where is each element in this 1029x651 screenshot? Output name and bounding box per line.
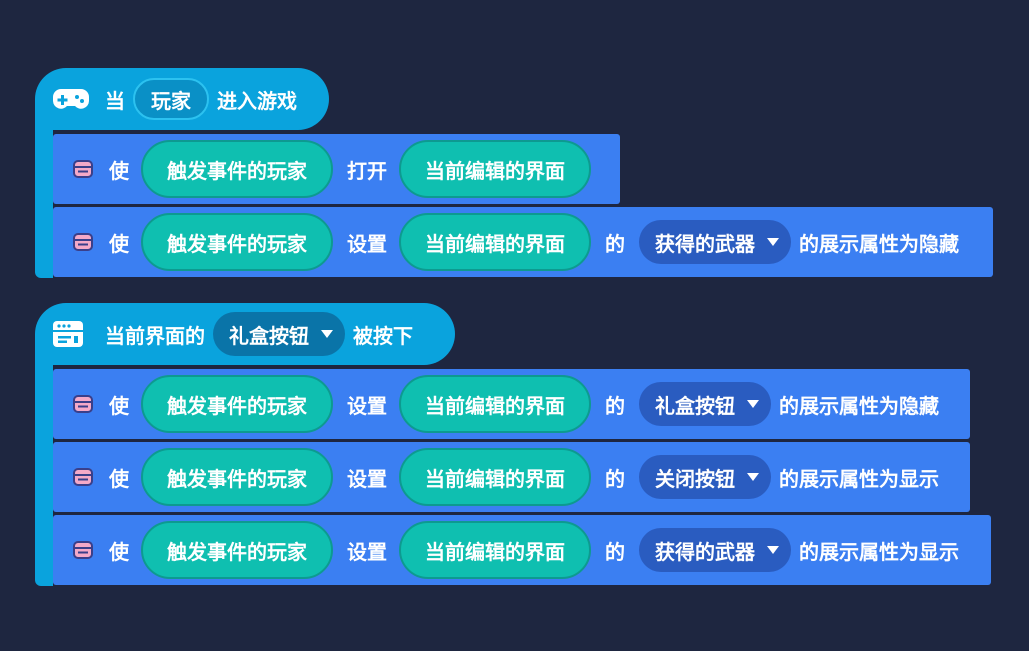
dropdown-value: 礼盒按钮 (655, 393, 735, 418)
trigger-player-slot[interactable]: 触发事件的玩家 (141, 448, 333, 506)
stack-spine (35, 343, 53, 586)
action-text: 设置 (347, 231, 387, 256)
current-ui-slot[interactable]: 当前编辑的界面 (399, 448, 591, 506)
ui-window-icon (73, 468, 93, 486)
action-text: 设置 (347, 466, 387, 491)
action-block-set-display[interactable]: 使 触发事件的玩家 设置 当前编辑的界面 的 关闭按钮 的展示属性为显示 (53, 442, 970, 512)
ui-window-icon (73, 541, 93, 559)
ui-window-icon (73, 160, 93, 178)
action-text: 打开 (347, 158, 387, 183)
ui-element-dropdown[interactable]: 礼盒按钮 (639, 382, 771, 426)
current-ui-slot[interactable]: 当前编辑的界面 (399, 375, 591, 433)
dropdown-caret-icon (321, 330, 333, 338)
verb-text: 使 (109, 539, 129, 564)
ui-element-dropdown[interactable]: 关闭按钮 (639, 455, 771, 499)
ui-window-icon (73, 395, 93, 413)
ui-window-icon (53, 321, 83, 347)
hat-block-button-pressed[interactable]: 当前界面的 礼盒按钮 被按下 (35, 303, 455, 365)
verb-text: 使 (109, 466, 129, 491)
dropdown-value: 获得的武器 (655, 539, 755, 564)
ui-window-icon (73, 233, 93, 251)
verb-text: 使 (109, 158, 129, 183)
action-text: 设置 (347, 393, 387, 418)
current-ui-slot[interactable]: 当前编辑的界面 (399, 521, 591, 579)
dropdown-value: 获得的武器 (655, 231, 755, 256)
verb-text: 使 (109, 231, 129, 256)
trigger-player-slot[interactable]: 触发事件的玩家 (141, 375, 333, 433)
of-text: 的 (605, 393, 625, 418)
verb-text: 使 (109, 393, 129, 418)
suffix-text: 的展示属性为显示 (779, 466, 939, 491)
dropdown-caret-icon (767, 238, 779, 246)
dropdown-caret-icon (747, 473, 759, 481)
action-block-set-display[interactable]: 使 触发事件的玩家 设置 当前编辑的界面 的 礼盒按钮 的展示属性为隐藏 (53, 369, 970, 439)
suffix-text: 的展示属性为隐藏 (799, 231, 959, 256)
of-text: 的 (605, 466, 625, 491)
current-ui-slot[interactable]: 当前编辑的界面 (399, 213, 591, 271)
player-slot[interactable]: 玩家 (133, 78, 209, 120)
suffix-text: 的展示属性为隐藏 (779, 393, 939, 418)
dropdown-caret-icon (767, 546, 779, 554)
suffix-text: 的展示属性为显示 (799, 539, 959, 564)
hat-prefix: 当 (105, 88, 125, 113)
event-stack-button-pressed[interactable]: 当前界面的 礼盒按钮 被按下 使 触发事件的玩家 设置 当前编辑的界面 的 礼盒… (35, 303, 995, 588)
dropdown-value: 礼盒按钮 (229, 323, 309, 348)
action-block-open-ui[interactable]: 使 触发事件的玩家 打开 当前编辑的界面 (53, 134, 620, 204)
of-text: 的 (605, 231, 625, 256)
action-text: 设置 (347, 539, 387, 564)
button-dropdown[interactable]: 礼盒按钮 (213, 312, 345, 356)
action-block-set-display[interactable]: 使 触发事件的玩家 设置 当前编辑的界面 的 获得的武器 的展示属性为显示 (53, 515, 991, 585)
of-text: 的 (605, 539, 625, 564)
event-stack-enter-game[interactable]: 当 玩家 进入游戏 使 触发事件的玩家 打开 当前编辑的界面 使 触发事件的玩家… (35, 68, 995, 280)
trigger-player-slot[interactable]: 触发事件的玩家 (141, 213, 333, 271)
hat-prefix: 当前界面的 (105, 323, 205, 348)
stack-spine (35, 108, 53, 278)
gamepad-icon (53, 89, 89, 109)
hat-suffix: 进入游戏 (217, 88, 297, 113)
ui-element-dropdown[interactable]: 获得的武器 (639, 220, 791, 264)
trigger-player-slot[interactable]: 触发事件的玩家 (141, 521, 333, 579)
dropdown-value: 关闭按钮 (655, 466, 735, 491)
current-ui-slot[interactable]: 当前编辑的界面 (399, 140, 591, 198)
dropdown-caret-icon (747, 400, 759, 408)
ui-element-dropdown[interactable]: 获得的武器 (639, 528, 791, 572)
hat-block-player-enter[interactable]: 当 玩家 进入游戏 (35, 68, 329, 130)
action-block-set-display[interactable]: 使 触发事件的玩家 设置 当前编辑的界面 的 获得的武器 的展示属性为隐藏 (53, 207, 993, 277)
hat-suffix: 被按下 (353, 323, 413, 348)
trigger-player-slot[interactable]: 触发事件的玩家 (141, 140, 333, 198)
